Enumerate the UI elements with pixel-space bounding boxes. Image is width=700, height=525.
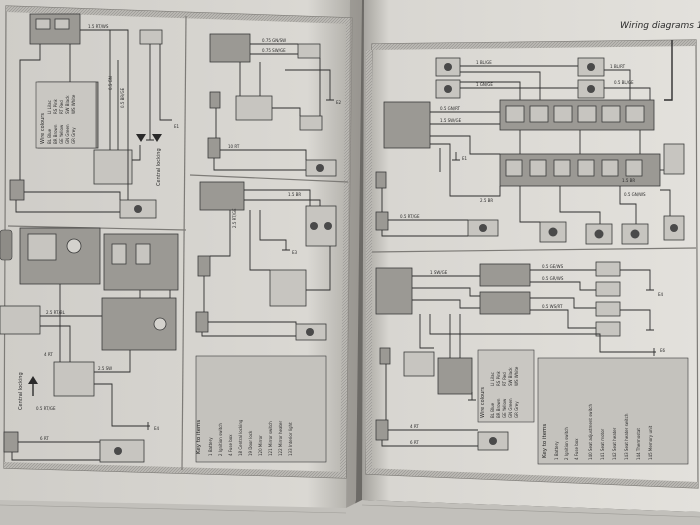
right-wire-colour-5: LI Lilac bbox=[490, 372, 495, 386]
right-wire-14: 1 SW/GE bbox=[430, 270, 448, 275]
left-label-e2: E2 bbox=[336, 100, 342, 105]
right-page: Wiring diagrams 12• bbox=[362, 0, 700, 512]
left-key-to-items: Key to items 1 Battery 2 Ignition switch… bbox=[195, 355, 327, 463]
left-wire-colour-0: BL Blue bbox=[47, 128, 52, 144]
right-key-item-7: 144 Thermostat bbox=[636, 428, 641, 460]
right-wire-9: 0.5 RT/GE bbox=[400, 214, 420, 219]
left-key-title: Key to items bbox=[196, 420, 202, 454]
right-wire-colour-1: BR Brown bbox=[496, 398, 501, 418]
right-wire-colours-title: Wire colours bbox=[480, 387, 486, 418]
left-label-central-locking: Central locking bbox=[156, 148, 162, 186]
right-wire-7: 0.5 GN/WS bbox=[624, 192, 646, 197]
left-key-item-0: 1 Battery bbox=[208, 437, 213, 456]
right-wire-5: 0.5 BL/GE bbox=[614, 80, 634, 85]
left-label-e4: E4 bbox=[154, 426, 160, 431]
right-wire-1: 1 GN/GE bbox=[476, 82, 493, 87]
left-middle-right-diagram bbox=[195, 181, 337, 341]
left-wire-colour-6: RS Pink bbox=[53, 98, 58, 114]
left-wire-11: 0.5 RT/GE bbox=[36, 406, 56, 411]
left-wire-6: 6 RT bbox=[40, 436, 49, 441]
right-wire-colour-8: SW Black bbox=[508, 367, 513, 386]
right-wire-13: 0.5 GR/WS bbox=[542, 276, 564, 281]
right-wire-colour-2: GE Yellow bbox=[502, 398, 507, 418]
left-key-item-8: 133 Interior light bbox=[288, 422, 293, 456]
right-key-to-items: Key to items 1 Battery 2 Ignition switch… bbox=[537, 357, 689, 465]
right-key-item-0: 1 Battery bbox=[554, 441, 559, 460]
left-top-right-diagram bbox=[207, 33, 337, 177]
page-header: Wiring diagrams 12• bbox=[620, 21, 700, 31]
left-wire-1: 0.5 GN bbox=[108, 76, 113, 90]
right-key-item-3: 140 Seat adjustment switch bbox=[588, 404, 593, 460]
right-wire-0: 1 BL/GE bbox=[476, 60, 492, 65]
right-label-e6: E6 bbox=[660, 348, 666, 353]
left-wire-colour-4: GR Grey bbox=[71, 127, 76, 144]
right-wire-colour-6: RS Pink bbox=[496, 370, 501, 386]
left-wire-5: 4 RT bbox=[44, 352, 53, 357]
right-wire-colour-7: RT Red bbox=[502, 372, 507, 386]
right-top-diagram bbox=[375, 40, 685, 245]
right-wire-colour-9: WS White bbox=[514, 366, 519, 386]
left-wire-colour-3: GN Green bbox=[65, 124, 70, 144]
left-wire-colour-9: WS White bbox=[71, 94, 76, 114]
right-key-title: Key to items bbox=[542, 424, 548, 458]
left-key-item-3: 18 Central locking bbox=[238, 419, 243, 456]
left-wire-12: 2.5 RT/GE bbox=[232, 208, 237, 228]
right-wire-3: 0.5 GN/RT bbox=[440, 106, 461, 111]
left-wire-colours-box: Wire colours BL Blue BR Brown GE Yellow … bbox=[35, 81, 97, 149]
book-bottom-edge bbox=[0, 500, 700, 525]
right-key-item-4: 141 Seat motor bbox=[600, 428, 605, 460]
right-wire-colour-3: GN Green bbox=[508, 398, 513, 418]
right-wire-2: 1 BL/RT bbox=[610, 64, 626, 69]
left-bottom-left-diagram bbox=[0, 227, 179, 463]
left-wire-colour-5: LI Lilac bbox=[47, 100, 52, 114]
left-page: Wire colours BL Blue BR Brown GE Yellow … bbox=[0, 0, 362, 525]
right-key-item-1: 2 Ignition switch bbox=[564, 427, 569, 460]
right-key-item-2: 4 Fuse box bbox=[574, 438, 579, 460]
left-wire-colour-7: RT Red bbox=[59, 100, 64, 114]
left-wire-9: 0.5 BR/GE bbox=[120, 87, 125, 108]
right-wire-colour-0: BL Blue bbox=[490, 402, 495, 418]
left-label-central-locking-2: Central locking bbox=[18, 372, 24, 410]
left-wire-colour-1: BR Brown bbox=[53, 124, 58, 144]
left-wire-2: 0.75 GN/SW bbox=[262, 38, 286, 43]
right-bottom-diagram bbox=[375, 261, 656, 451]
left-key-item-4: 19 Door lock bbox=[248, 430, 253, 456]
left-wire-8: 1.5 BR bbox=[288, 192, 301, 197]
left-key-item-6: 121 Mirror switch bbox=[268, 421, 273, 456]
left-label-e3: E3 bbox=[292, 250, 298, 255]
right-wire-10: 4 RT bbox=[410, 424, 419, 429]
right-label-e4: E4 bbox=[658, 292, 664, 297]
left-wire-colour-2: GE Yellow bbox=[59, 124, 64, 144]
right-key-item-8: 145 Memory unit bbox=[648, 425, 653, 460]
right-wire-6: 2.5 BR bbox=[480, 198, 493, 203]
right-wire-4: 1.5 SW/GE bbox=[440, 118, 462, 123]
left-wire-7: 2.5 SW bbox=[98, 366, 112, 371]
left-wire-10: 10 RT bbox=[228, 144, 240, 149]
right-wire-15: 0.5 WS/RT bbox=[542, 304, 563, 309]
left-wire-4: 2.5 RT/BL bbox=[46, 310, 66, 315]
left-key-item-1: 2 Ignition switch bbox=[218, 423, 223, 456]
left-label-e1: E1 bbox=[174, 124, 180, 129]
left-key-item-5: 120 Mirror bbox=[258, 435, 263, 456]
right-key-item-6: 143 Seat heater switch bbox=[624, 413, 629, 460]
right-wire-8: 1.5 BR bbox=[622, 178, 635, 183]
left-key-item-2: 4 Fuse box bbox=[228, 434, 233, 456]
right-wire-colour-4: GR Grey bbox=[514, 401, 519, 418]
left-wire-colours-title: Wire colours bbox=[40, 113, 46, 144]
right-key-item-5: 142 Seat heater bbox=[612, 427, 617, 460]
left-key-item-7: 122 Mirror heater bbox=[278, 421, 283, 456]
left-wire-3: 0.75 SW/GE bbox=[262, 48, 286, 53]
right-wire-11: 6 RT bbox=[410, 440, 419, 445]
right-wire-12: 0.5 GE/WS bbox=[542, 264, 564, 269]
right-label-e1: E1 bbox=[462, 156, 468, 161]
left-wire-colour-8: SW Black bbox=[65, 95, 70, 114]
left-wire-0: 1.5 RT/WS bbox=[88, 24, 109, 29]
right-wire-colours-box: Wire colours BL Blue BR Brown GE Yellow … bbox=[477, 349, 535, 423]
